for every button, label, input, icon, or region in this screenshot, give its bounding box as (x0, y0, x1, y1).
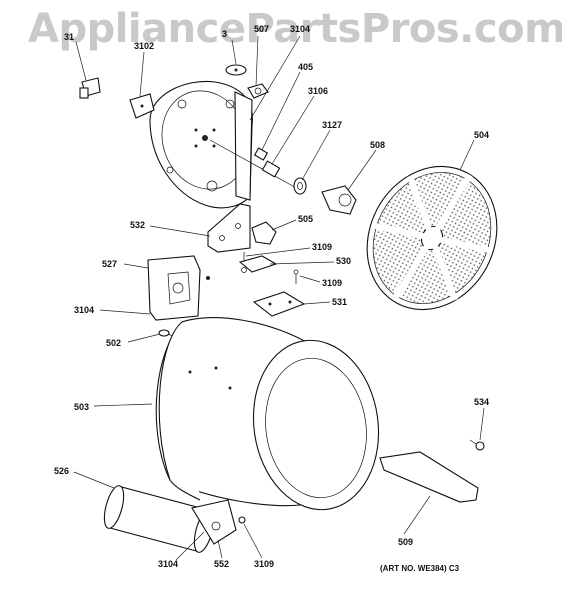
callout-3104-mid: 3104 (74, 305, 94, 315)
callout-505: 505 (298, 214, 313, 224)
bracket-527 (147, 255, 210, 321)
heater-526 (103, 485, 237, 553)
callout-527: 527 (102, 259, 117, 269)
baffle-509 (379, 451, 479, 503)
bulkhead-bracket (207, 203, 251, 253)
callout-552: 552 (214, 559, 229, 569)
callout-3: 3 (222, 29, 227, 39)
callout-31: 31 (64, 32, 74, 42)
gasket-505 (251, 221, 277, 245)
plate-531 (252, 291, 306, 317)
callout-3102: 3102 (134, 41, 154, 51)
rear-drum-head (366, 165, 498, 311)
drum-503 (155, 317, 380, 511)
callout-503: 503 (74, 402, 89, 412)
screws-3109 (243, 252, 299, 284)
callout-3127: 3127 (322, 120, 342, 130)
art-number: (ART NO. WE384) C3 (380, 564, 460, 573)
drum-shaft (209, 139, 307, 195)
clip-part-31 (79, 77, 101, 99)
callout-531: 531 (332, 297, 347, 307)
callout-507: 507 (254, 24, 269, 34)
callout-3109-b: 3109 (322, 278, 342, 288)
bearing-part-507 (247, 83, 269, 99)
callout-509: 509 (398, 537, 413, 547)
cover-part-3 (225, 64, 247, 76)
screw-534 (469, 439, 485, 451)
drum-bearing-508 (321, 185, 357, 215)
callout-530: 530 (336, 256, 351, 266)
callout-532: 532 (130, 220, 145, 230)
callout-3104-top: 3104 (290, 24, 310, 34)
callout-labels: 31 3102 3 507 3104 405 3106 3127 508 504… (54, 24, 489, 573)
callout-3104-bottom: 3104 (158, 559, 178, 569)
callout-3109-a: 3109 (312, 242, 332, 252)
callout-508: 508 (370, 140, 385, 150)
leader-lines (73, 35, 485, 561)
screw-3109-bottom (238, 516, 246, 524)
rear-bulkhead (149, 80, 253, 209)
callout-3106: 3106 (308, 86, 328, 96)
callout-405: 405 (298, 62, 313, 72)
callout-3109-c: 3109 (254, 559, 274, 569)
callout-502: 502 (106, 338, 121, 348)
callout-526: 526 (54, 466, 69, 476)
bracket-part-3102 (129, 93, 155, 119)
callout-534: 534 (474, 397, 489, 407)
callout-504: 504 (474, 130, 489, 140)
